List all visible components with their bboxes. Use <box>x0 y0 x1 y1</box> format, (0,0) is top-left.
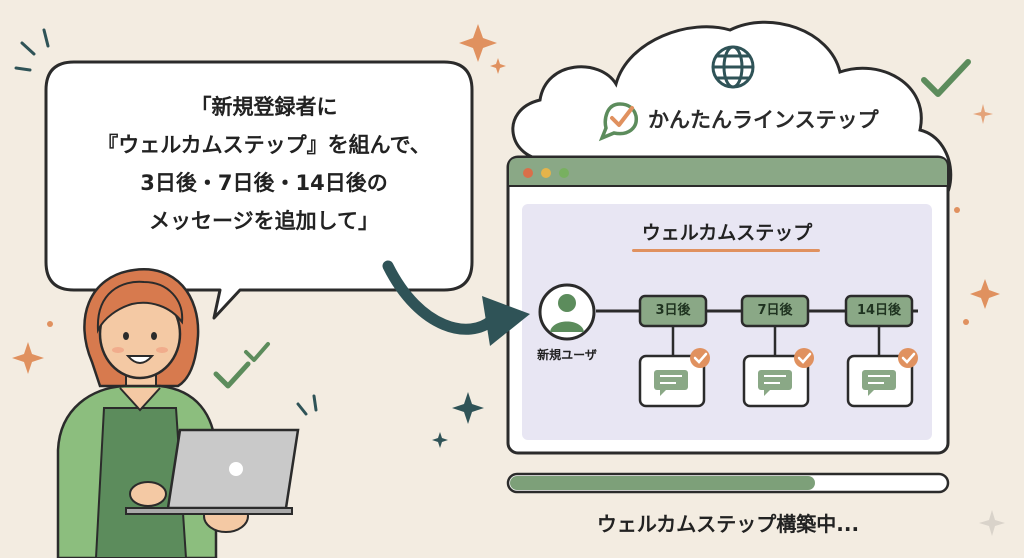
user-avatar-icon <box>538 283 596 341</box>
step-7day <box>740 294 814 408</box>
progress-fill <box>510 476 815 490</box>
sparkle-icon <box>452 392 484 424</box>
sparkle-icon <box>970 279 1000 309</box>
arrow-icon <box>382 260 498 335</box>
step-14day <box>844 294 918 408</box>
check-icon <box>921 59 971 97</box>
window-close-button[interactable] <box>523 168 533 178</box>
speech-check-icon <box>598 102 638 142</box>
sparkle-icon <box>12 342 44 374</box>
arrow-head <box>482 296 530 346</box>
dot-decoration <box>47 321 53 327</box>
speech-line: メッセージを追加して」 <box>149 209 379 233</box>
step-label-7day: 7日後 <box>757 303 793 318</box>
panel-title: ウェルカムステップ <box>641 222 813 244</box>
sparkle-icon <box>973 104 993 124</box>
title-underline <box>632 249 820 252</box>
dot-decoration <box>954 207 960 213</box>
step-label-3day: 3日後 <box>655 303 691 318</box>
brand-name: かんたんラインステップ <box>648 108 879 132</box>
window-titlebar <box>509 158 947 186</box>
sparkle-icon <box>490 58 506 74</box>
check-icon <box>213 361 251 389</box>
sparkle-icon <box>432 432 448 448</box>
check-icon <box>244 342 270 362</box>
workflow-panel <box>522 204 932 440</box>
speech-bubble-text: 「新規登録者に 『ウェルカムステップ』を組んで、 3日後・7日後・14日後の メ… <box>60 88 468 240</box>
window-minimize-button[interactable] <box>541 168 551 178</box>
speech-bubble <box>44 60 474 320</box>
sparkle-icon <box>459 24 497 62</box>
step-3day <box>638 294 710 408</box>
attention-lines <box>14 28 318 416</box>
speech-line: 『ウェルカムステップ』を組んで、 <box>97 133 431 157</box>
progress-status-text: ウェルカムステップ構築中... <box>596 512 860 536</box>
speech-line: 「新規登録者に <box>190 95 338 119</box>
step-label-14day: 14日後 <box>856 303 902 318</box>
user-label: 新規ユーザ <box>537 348 597 362</box>
dot-decoration <box>963 319 969 325</box>
woman-illustration <box>56 268 300 558</box>
globe-icon <box>711 45 755 89</box>
window-maximize-button[interactable] <box>559 168 569 178</box>
sparkle-icon <box>979 510 1005 536</box>
speech-line: 3日後・7日後・14日後の <box>140 171 388 195</box>
